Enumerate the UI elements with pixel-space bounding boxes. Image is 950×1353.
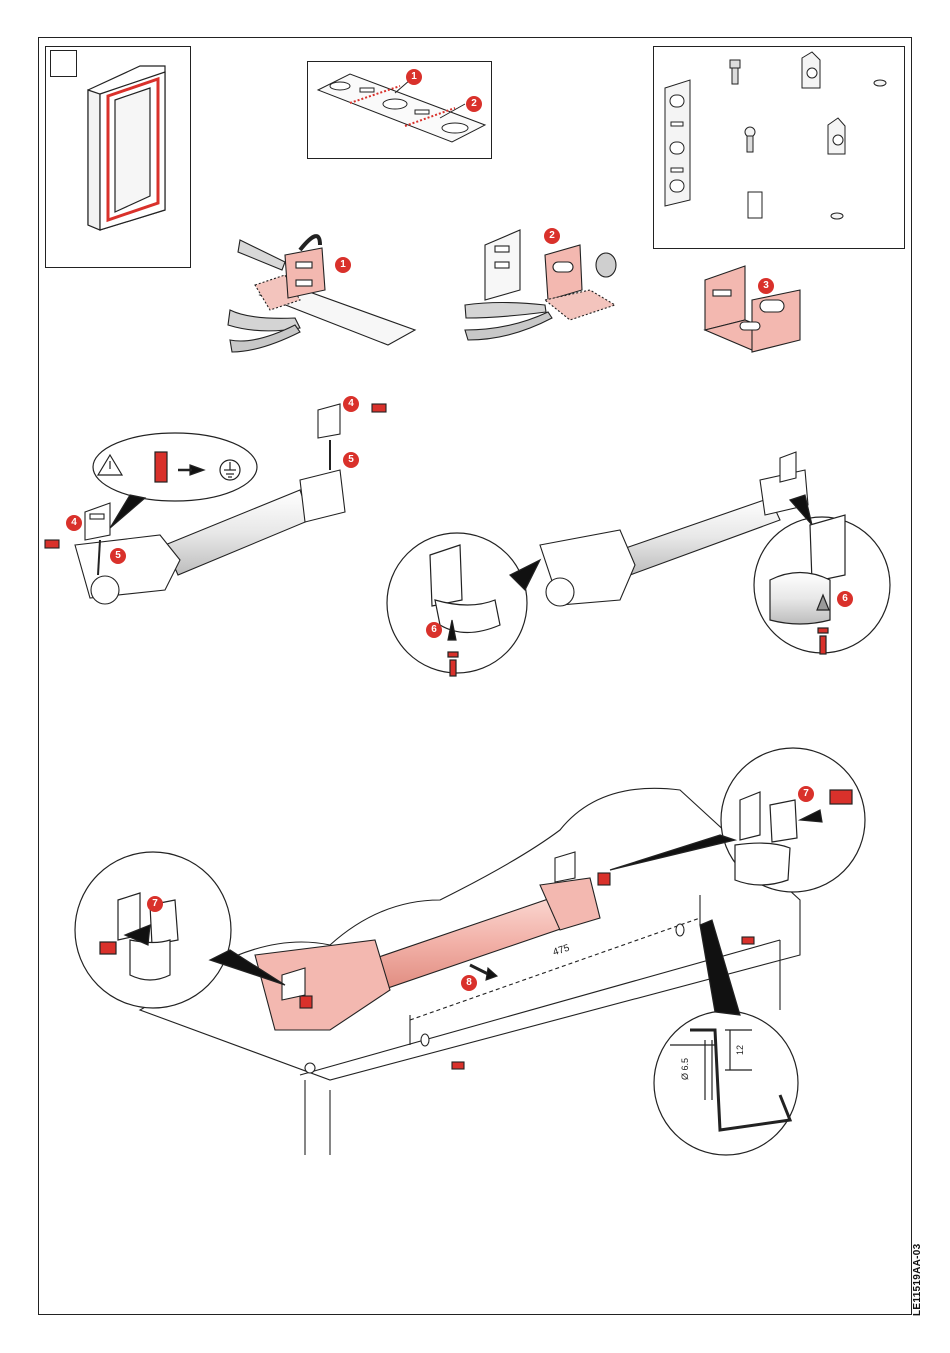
step-7-right-badge: 7 bbox=[798, 786, 814, 802]
step-8-badge: 8 bbox=[461, 975, 477, 991]
grounding-warning-callout bbox=[93, 433, 257, 528]
u-bracket-icon bbox=[705, 266, 800, 352]
hole-diameter-dimension: Ø 6.5 bbox=[680, 1058, 690, 1080]
perforated-strip-icon bbox=[318, 74, 485, 142]
flange-height-dimension: 12 bbox=[735, 1045, 745, 1055]
step-2-badge: 2 bbox=[466, 96, 482, 112]
step-3-badge: 3 bbox=[758, 278, 774, 294]
step-6-left-badge: 6 bbox=[426, 622, 442, 638]
step-4-left-badge: 4 bbox=[66, 515, 82, 531]
step-6-right-badge: 6 bbox=[837, 591, 853, 607]
bending-step-2-icon bbox=[465, 230, 616, 340]
rail-assembly-left bbox=[45, 404, 386, 604]
bending-step-1-icon bbox=[228, 236, 415, 352]
step-7-left-badge: 7 bbox=[147, 896, 163, 912]
detail-magnifier-6-left bbox=[387, 533, 540, 676]
step-2-bend-badge: 2 bbox=[544, 228, 560, 244]
parts-kit-icon bbox=[665, 52, 886, 219]
step-5-left-badge: 5 bbox=[110, 548, 126, 564]
document-reference-code: LE11519AA-03 bbox=[912, 1243, 923, 1316]
step-4-top-badge: 4 bbox=[343, 396, 359, 412]
cabinet-icon bbox=[88, 66, 165, 230]
step-5-top-badge: 5 bbox=[343, 452, 359, 468]
step-1-badge: 1 bbox=[406, 69, 422, 85]
step-1-bend-badge: 1 bbox=[335, 257, 351, 273]
